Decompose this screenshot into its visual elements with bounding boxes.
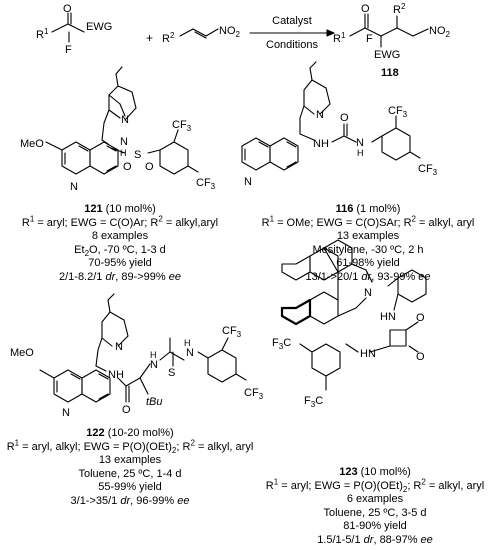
catalyst-116-structure: N N NH N H O CF3 CF3 (241, 61, 438, 188)
svg-text:F3C: F3C (304, 395, 323, 409)
svg-text:CF3: CF3 (418, 163, 438, 177)
reactant-2: R2 NO2 (162, 25, 241, 45)
svg-text:MeO: MeO (10, 347, 34, 359)
svg-text:N: N (244, 176, 252, 188)
svg-text:R1: R1 (333, 31, 346, 45)
svg-text:N: N (186, 347, 194, 359)
svg-text:H: H (120, 148, 127, 158)
r1-fluorine-label: F (65, 44, 72, 56)
reaction-arrow: Catalyst Conditions (249, 15, 335, 51)
caption-123: 123 (10 mol%) R1 = aryl; EWG = P(O)(OEt)… (265, 466, 485, 546)
svg-text:tBu: tBu (146, 396, 163, 408)
svg-text:O: O (122, 404, 131, 416)
svg-text:O: O (145, 161, 154, 173)
svg-text:O: O (416, 312, 425, 324)
svg-text:O: O (340, 112, 349, 124)
svg-text:N: N (120, 136, 128, 148)
svg-text:NO2: NO2 (429, 25, 451, 39)
svg-text:HN: HN (360, 348, 376, 360)
arrow-catalyst-label: Catalyst (272, 15, 312, 27)
svg-text:N: N (121, 114, 129, 126)
r2-label: R2 (162, 31, 175, 45)
svg-text:NH: NH (313, 138, 329, 150)
r1-ewg-label: EWG (86, 21, 112, 33)
product-number: 118 (381, 67, 399, 79)
svg-text:N: N (115, 341, 123, 353)
svg-text:N: N (70, 181, 78, 193)
caption-122: 122 (10-20 mol%) R1 = aryl, alkyl; EWG =… (6, 427, 254, 507)
svg-text:H: H (357, 148, 364, 158)
svg-text:N: N (62, 407, 70, 419)
svg-text:N: N (150, 359, 158, 371)
svg-text:CF3: CF3 (244, 387, 264, 401)
arrow-conditions-label: Conditions (266, 39, 318, 51)
svg-text:S: S (168, 367, 175, 379)
catalyst-121-structure: MeO N N N H S O O CF3 CF3 (20, 66, 216, 193)
caption-116: 116 (1 mol%) R1 = OMe; EWG = C(O)SAr; R2… (261, 203, 475, 283)
catalyst-122-structure: MeO N N NH H N H N O S tBu CF3 CF3 (10, 293, 264, 419)
caption-121: 121 (10 mol%) R1 = aryl; EWG = C(O)Ar; R… (21, 203, 219, 283)
svg-text:HN: HN (380, 311, 396, 323)
svg-text:R2: R2 (393, 2, 406, 16)
svg-text:CF3: CF3 (388, 105, 408, 119)
svg-text:CF3: CF3 (196, 177, 216, 191)
svg-text:S: S (134, 149, 141, 161)
catalyst-123-structure: N HN HN O O F3C F3C (272, 239, 427, 409)
svg-text:H: H (150, 350, 157, 360)
svg-text:H: H (184, 338, 191, 348)
svg-text:F3C: F3C (272, 337, 291, 351)
svg-text:NH: NH (108, 369, 124, 381)
reactant-1: O R1 EWG F (36, 3, 112, 56)
svg-text:N: N (356, 137, 364, 149)
svg-text:EWG: EWG (374, 49, 400, 61)
svg-text:N: N (364, 287, 372, 299)
svg-text:O: O (361, 3, 370, 15)
svg-text:N: N (316, 109, 324, 121)
r1-r-label: R1 (36, 27, 49, 41)
svg-text:CF3: CF3 (222, 325, 242, 339)
svg-text:MeO: MeO (20, 138, 44, 150)
nitro-label: NO2 (219, 25, 241, 39)
svg-text:CF3: CF3 (172, 119, 192, 133)
svg-text:O: O (123, 161, 132, 173)
svg-text:F: F (366, 33, 373, 45)
svg-text:O: O (416, 351, 425, 363)
product-118: O R1 R2 F EWG NO2 118 (333, 2, 451, 79)
plus-sign: + (146, 31, 153, 45)
r1-oxygen-label: O (63, 3, 72, 15)
